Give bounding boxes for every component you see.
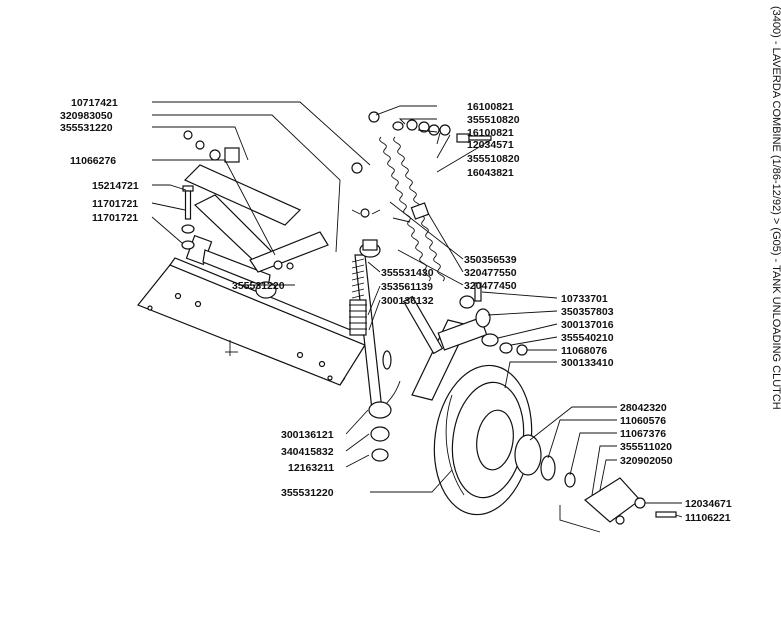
part-label: 340415832 [281, 446, 334, 458]
part-label: 16043821 [467, 167, 514, 179]
labels-left: 10717421 320983050 355531220 11066276 15… [60, 97, 285, 292]
part-label: 11106221 [685, 512, 731, 524]
part-label: 300137016 [561, 319, 614, 331]
part-label: 350357803 [561, 306, 614, 318]
labels-top-right: 16100821 355510820 16100821 12034571 355… [464, 101, 520, 292]
page-title: (3400) - LAVERDA COMBINE (1/86-12/92) > … [770, 6, 781, 466]
part-label: 15214721 [92, 180, 139, 192]
part-label: 300136132 [381, 295, 434, 307]
part-label: 320477550 [464, 267, 517, 279]
part-label: 10733701 [561, 293, 608, 305]
part-label: 320983050 [60, 110, 113, 122]
part-label: 28042320 [620, 402, 667, 414]
part-label: 350356539 [464, 254, 517, 266]
part-label: 300133410 [561, 357, 614, 369]
part-label: 355510820 [467, 114, 520, 126]
part-label: 355531220 [60, 122, 113, 134]
part-label: 300136121 [281, 429, 334, 441]
labels-center: 355531430 353561139 300136132 300136121 … [281, 267, 434, 499]
part-label: 11068076 [561, 345, 607, 357]
hook-bracket [559, 477, 677, 533]
part-label: 353561139 [381, 281, 433, 293]
part-label: 355531220 [281, 487, 334, 499]
part-label: 320477450 [464, 280, 517, 292]
part-label: 16100821 [467, 127, 514, 139]
part-label: 11701721 [92, 212, 138, 224]
part-label: 11067376 [620, 428, 666, 440]
labels-mid-right: 10733701 350357803 300137016 355540210 1… [561, 293, 614, 369]
part-label: 320902050 [620, 455, 673, 467]
part-label: 11060576 [620, 415, 666, 427]
central-rod-assembly [349, 162, 401, 462]
part-label: 16100821 [467, 101, 514, 113]
part-label: 355540210 [561, 332, 614, 344]
part-label: 355531220 [232, 280, 285, 292]
part-label: 12034571 [467, 139, 514, 151]
leader-lines [151, 101, 683, 518]
part-label: 12163211 [288, 462, 334, 474]
part-label: 355531430 [381, 267, 434, 279]
bracket-assembly [183, 130, 329, 299]
part-label: 11701721 [92, 198, 138, 210]
bolt-and-washers-left [181, 185, 195, 250]
tension-spring [368, 111, 492, 282]
part-label: 355510820 [467, 153, 520, 165]
part-label: 355511020 [620, 441, 672, 453]
part-label: 10717421 [71, 97, 118, 109]
part-label: 11066276 [70, 155, 116, 167]
diagram-title: (3400) - LAVERDA COMBINE (1/86-12/92) > … [770, 6, 781, 410]
clutch-lever-and-pulley [402, 282, 576, 516]
labels-bottom-right: 28042320 11060576 11067376 355511020 320… [620, 402, 732, 524]
part-label: 12034671 [685, 498, 732, 510]
mounting-plate [137, 257, 371, 386]
